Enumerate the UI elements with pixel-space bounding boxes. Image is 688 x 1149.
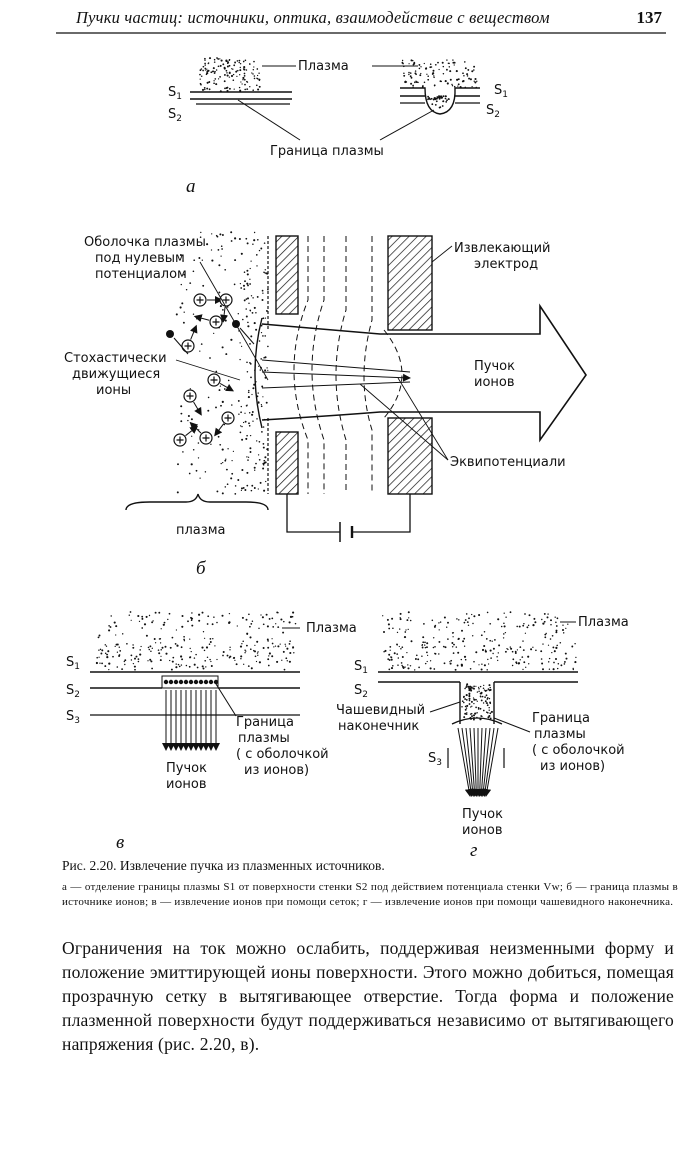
label-d-nozzle-1: Чашевидный: [336, 703, 425, 718]
panel-d: Плазма S1 S2 S3 Чашевидный наконечник Гр…: [336, 611, 629, 860]
label-d-s3: S3: [428, 751, 442, 768]
caption-text: а — отделение границы плазмы S1 от повер…: [62, 881, 678, 908]
sublabel-a: а: [186, 176, 196, 197]
header-rule: [56, 32, 666, 34]
label-c-beam-2: ионов: [166, 777, 207, 792]
running-title: Пучки частиц: источники, оптика, взаимод…: [76, 8, 550, 27]
label-stochastic-2: движущиеся: [72, 367, 160, 382]
equipotential-lines: [293, 236, 403, 494]
panel-b: Оболочка плазмы под нулевым потенциалом …: [64, 231, 587, 579]
label-stochastic-3: ионы: [96, 383, 131, 398]
label-equipotentials: Эквипотенциали: [450, 455, 566, 470]
plasma-dots-b: [175, 231, 269, 495]
beam-arrow: [261, 303, 587, 443]
label-d-boundary-3: ( с оболочкой: [532, 743, 625, 758]
caption-title: Рис. 2.20. Извлечение пучка из плазменны…: [62, 858, 385, 873]
label-sheath-1: Оболочка плазмы: [84, 235, 206, 250]
label-electrode-1: Извлекающий: [454, 241, 551, 256]
label-d-boundary-4: из ионов): [540, 759, 605, 774]
plasma-dots-a-left: [199, 57, 261, 93]
label-a-s2-right: S2: [486, 103, 500, 120]
label-sheath-3: потенциалом: [95, 267, 187, 282]
label-a-s1-left: S1: [168, 85, 182, 102]
label-d-nozzle-2: наконечник: [338, 719, 419, 734]
label-c-beam-1: Пучок: [166, 761, 207, 776]
body-paragraph: Ограничения на ток можно ослабить, подде…: [62, 938, 674, 1054]
label-a-s1-right: S1: [494, 83, 508, 100]
sublabel-c: в: [116, 832, 124, 853]
label-a-s2-left: S2: [168, 107, 182, 124]
label-d-boundary-2: плазмы: [534, 727, 586, 742]
label-plasma-b: плазма: [176, 523, 225, 538]
plasma-dots-a-right: [401, 59, 478, 109]
label-d-s1: S1: [354, 659, 368, 676]
label-c-boundary-1: Граница: [236, 715, 294, 730]
label-c-plasma: Плазма: [306, 621, 357, 636]
label-a-plasma-left: Плазма: [298, 59, 349, 74]
label-c-boundary-2: плазмы: [238, 731, 290, 746]
label-d-plasma: Плазма: [578, 615, 629, 630]
sublabel-d: г: [470, 840, 477, 860]
plasma-dots-c: [95, 611, 297, 671]
label-d-beam-2: ионов: [462, 823, 503, 838]
panel-a: Плазма S1 S2 S1 S2 Граница плазмы а: [168, 57, 508, 197]
beam-fan-d: [457, 727, 499, 797]
extraction-electrode-upper: [387, 235, 433, 331]
label-d-boundary-1: Граница: [532, 711, 590, 726]
sublabel-b: б: [196, 558, 207, 579]
label-c-boundary-4: из ионов): [244, 763, 309, 778]
label-c-s1: S1: [66, 655, 80, 672]
wall-lower: [275, 431, 299, 495]
figure-2-20: Плазма S1 S2 S1 S2 Граница плазмы а: [64, 57, 629, 860]
label-sheath-2: под нулевым: [95, 251, 185, 266]
label-c-s2: S2: [66, 683, 80, 700]
label-beam-b-2: ионов: [474, 375, 515, 390]
figure-caption: Рис. 2.20. Извлечение пучка из плазменны…: [62, 858, 678, 909]
ions: [166, 293, 255, 447]
grid-c: [162, 679, 220, 751]
running-header: Пучки частиц: источники, оптика, взаимод…: [56, 6, 662, 32]
nozzle-plasma: [461, 683, 493, 721]
label-a-boundary: Граница плазмы: [270, 144, 384, 159]
panel-c: Плазма S1 S2 S3 Граница плазмы ( с оболо…: [66, 611, 357, 853]
label-electrode-2: электрод: [474, 257, 538, 272]
wall-upper: [275, 235, 299, 315]
ion-trajectories: [261, 359, 411, 389]
label-stochastic-1: Стохастически: [64, 351, 167, 366]
label-d-s2: S2: [354, 683, 368, 700]
plasma-dots-d: [382, 611, 577, 671]
label-c-s3: S3: [66, 709, 80, 726]
label-c-boundary-3: ( с оболочкой: [236, 747, 329, 762]
label-beam-b-1: Пучок: [474, 359, 515, 374]
label-d-beam-1: Пучок: [462, 807, 503, 822]
extraction-electrode-lower: [387, 417, 433, 495]
page-number: 137: [636, 8, 663, 27]
